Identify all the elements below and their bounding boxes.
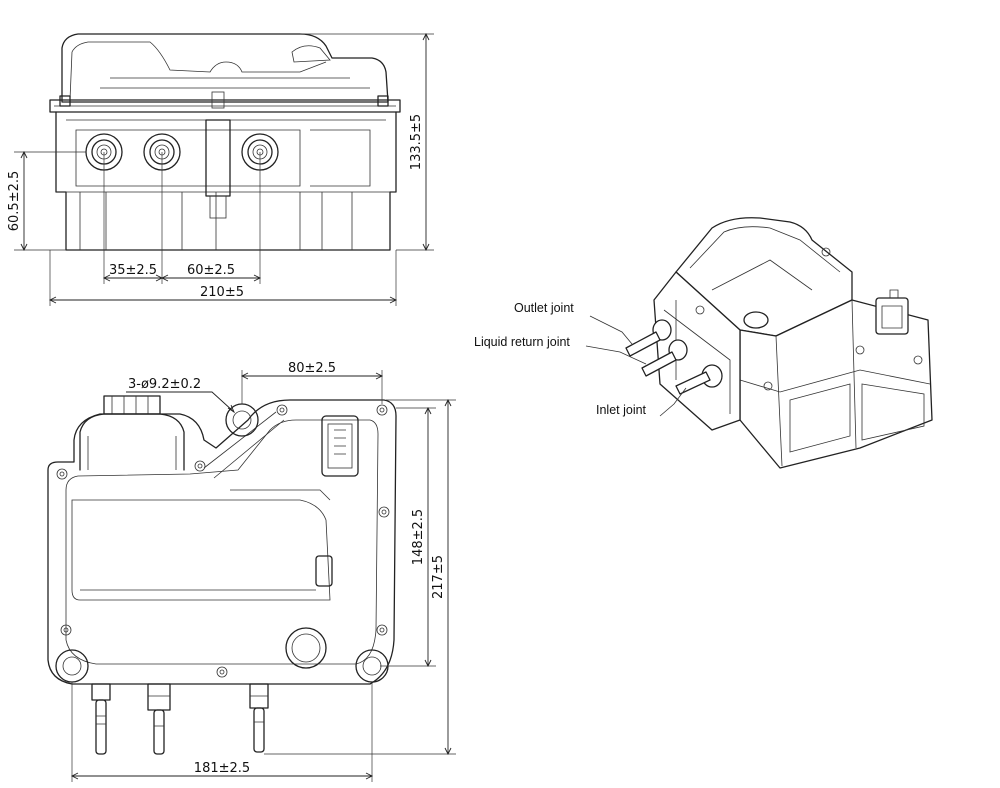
inlet-leader: [659, 387, 687, 417]
outlet-leader: [589, 315, 633, 345]
dim-depth-total: 217±5: [431, 555, 446, 599]
dim-spacing-b: 60±2.5: [187, 263, 235, 278]
iso-outlet-port: [625, 319, 672, 357]
dim-width-front: 210±5: [200, 285, 244, 300]
pipe-right: [249, 683, 269, 753]
pipe-left: [91, 683, 111, 755]
iso-inlet-port: [675, 364, 723, 395]
front-dimensions: [14, 32, 434, 306]
dim-hole-offset: 80±2.5: [288, 361, 336, 376]
dim-width-bottom: 181±2.5: [194, 761, 250, 776]
top-dimensions: [70, 370, 456, 782]
pipe-middle: [147, 683, 171, 755]
iso-return-port: [641, 339, 688, 377]
isometric-view: [585, 217, 933, 469]
dim-height-total: 133.5±5: [409, 114, 424, 170]
label-liquid-return-joint: Liquid return joint: [474, 335, 570, 349]
front-view: [49, 33, 401, 251]
mounting-hole-left: [55, 649, 89, 683]
label-outlet-joint: Outlet joint: [514, 301, 574, 315]
dim-height-ports: 60.5±2.5: [7, 171, 22, 232]
return-leader: [585, 345, 647, 365]
dim-holes: 3-ø9.2±0.2: [128, 377, 201, 392]
top-view: [47, 395, 397, 755]
dim-depth-mount: 148±2.5: [411, 509, 426, 565]
label-inlet-joint: Inlet joint: [596, 403, 647, 417]
dim-spacing-a: 35±2.5: [109, 263, 157, 278]
